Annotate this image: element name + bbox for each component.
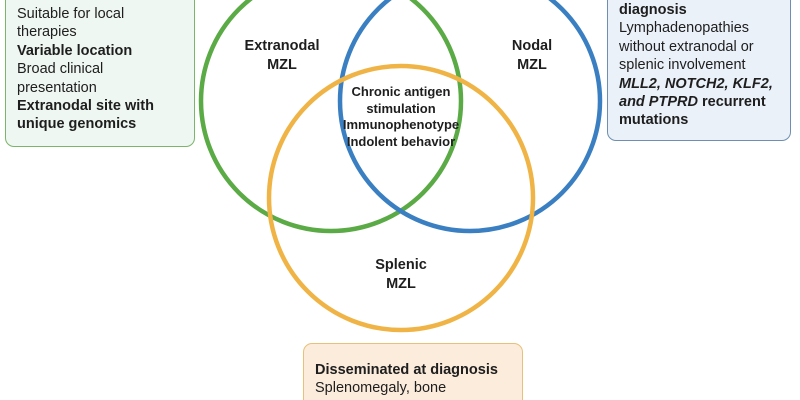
- shared-features-label: Chronic antigen stimulation Immunophenot…: [343, 84, 459, 150]
- extranodal-label: Extranodal MZL: [245, 37, 320, 75]
- nodal-label-line: MZL: [517, 57, 547, 73]
- extranodal-box-line: Broad clinical: [17, 61, 104, 78]
- splenic-box-line: Disseminated at diagnosis: [315, 362, 498, 378]
- extranodal-box-line: Suitable for local: [17, 6, 125, 22]
- nodal-box-line: mutations: [619, 112, 689, 129]
- splenic-label-line: Splenic: [375, 257, 427, 273]
- extranodal-label-line: MZL: [267, 57, 297, 73]
- nodal-box-line: diagnosis: [619, 2, 687, 18]
- gene-list-text: and PTPRD: [619, 94, 698, 111]
- extranodal-box-line: Extranodal site with: [17, 98, 154, 115]
- shared-feature-line: Chronic antigen: [351, 84, 451, 99]
- extranodal-box-line: unique genomics: [17, 116, 137, 133]
- shared-feature-line: Immunophenotype: [342, 117, 460, 132]
- recurrent-text: recurrent: [697, 94, 766, 111]
- splenic-circle: [266, 63, 536, 333]
- extranodal-label-line: Extranodal: [244, 38, 320, 54]
- nodal-circle: [337, 0, 603, 234]
- nodal-info-box: diagnosis Lymphadenopathies without extr…: [607, 0, 791, 141]
- shared-feature-line: stimulation: [366, 100, 436, 116]
- nodal-box-line: splenic involvement: [619, 57, 746, 74]
- splenic-label: Splenic MZL: [375, 256, 427, 294]
- nodal-box-line: Lymphadenopathies: [619, 20, 750, 37]
- extranodal-box-line: presentation: [17, 79, 97, 96]
- splenic-box-line: Splenomegaly, bone: [315, 380, 447, 397]
- nodal-box-line: MLL2, NOTCH2, KLF2,: [619, 75, 773, 92]
- splenic-label-line: MZL: [386, 276, 416, 292]
- splenic-info-box: Disseminated at diagnosis Splenomegaly, …: [303, 343, 523, 400]
- extranodal-info-box: Suitable for local therapies Variable lo…: [5, 0, 195, 147]
- nodal-box-line: and PTPRD recurrent: [619, 93, 780, 111]
- extranodal-box-line: therapies: [17, 24, 77, 41]
- extranodal-box-line: Variable location: [17, 42, 133, 59]
- nodal-box-line: without extranodal or: [619, 38, 754, 55]
- extranodal-circle: [198, 0, 464, 234]
- shared-feature-line: Indolent behavior: [346, 133, 456, 149]
- nodal-label: Nodal MZL: [512, 37, 552, 75]
- nodal-label-line: Nodal: [511, 38, 553, 54]
